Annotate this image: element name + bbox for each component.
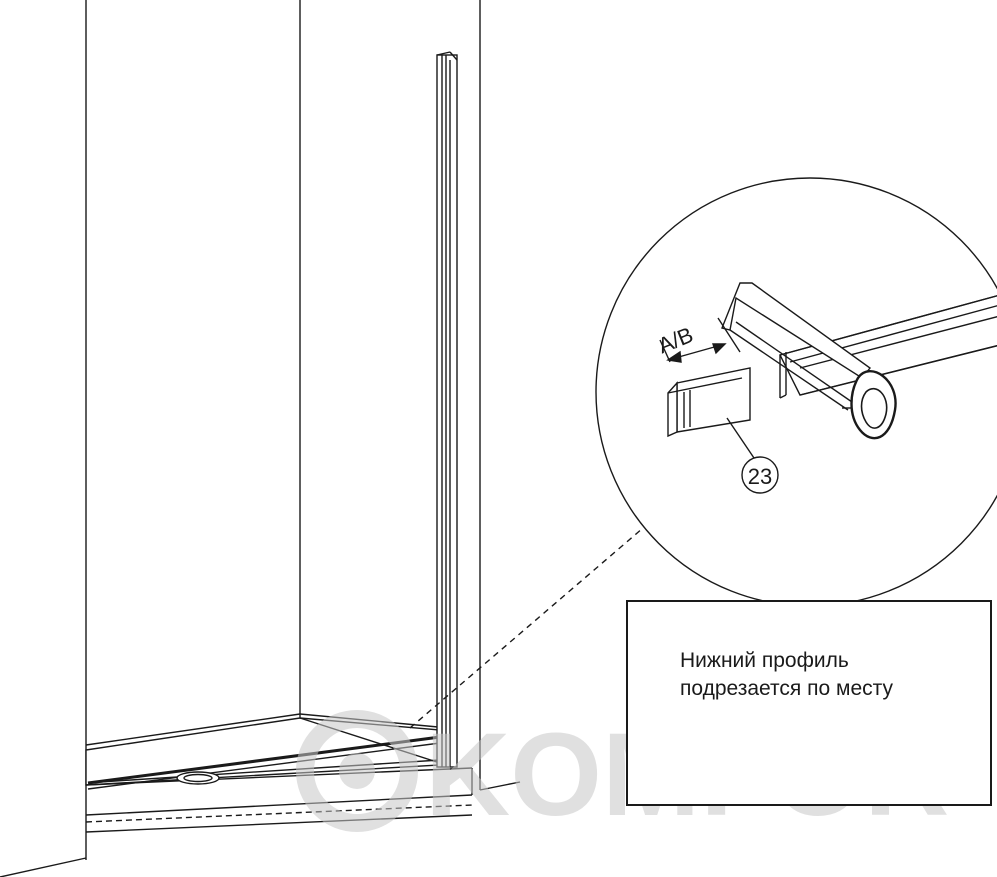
part-number-circle [741,456,779,494]
end-cap-part [667,367,751,438]
detail-circle [595,177,997,607]
dimension-arrow [659,317,741,363]
note-line-2: подрезается по месту [680,677,893,700]
part-leader-line [726,417,755,459]
floor-line-right [479,781,521,791]
vertical-profile [436,51,458,768]
note-line-1: Нижний профиль [680,649,849,672]
note-box: Нижний профиль подрезается по месту [626,600,992,806]
leader-line [409,521,651,729]
watermark-logo-icon [296,710,418,832]
hacksaw-icon [721,282,897,440]
part-number: 23 [748,464,772,489]
floor-line [0,857,87,877]
